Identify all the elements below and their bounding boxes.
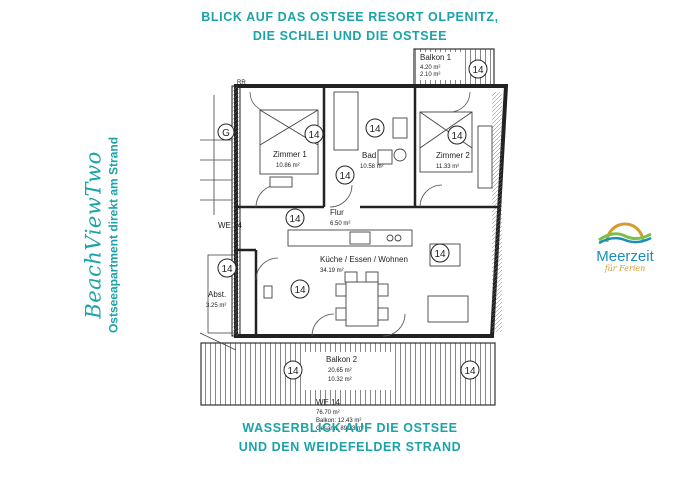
marker-label: 14 — [339, 171, 351, 182]
bottom-heading: WASSERBLICK AUF DIE OSTSEE UND DEN WEIDE… — [0, 419, 700, 457]
marker-label: 14 — [221, 264, 233, 275]
marker-balkon-2-right: 14 — [460, 360, 480, 380]
marker-balkon-1: 14 — [468, 59, 488, 79]
logo-name: Meerzeit — [596, 248, 654, 265]
room-area-bad: 10.58 m² — [360, 164, 384, 170]
logo-subtitle: für Ferien — [604, 264, 646, 273]
room-name-zimmer-1: Zimmer 1 — [273, 150, 307, 159]
neighbor-unit-label: WE 14 — [218, 221, 243, 230]
room-name-balkon-2: Balkon 2 — [326, 355, 358, 364]
area-summary: WE 14 76.70 m² Balkon: 12.43 m² Gesamt: … — [316, 398, 364, 432]
room-area-balkon-1b: 2.10 m² — [420, 72, 440, 78]
room-name-zimmer-2: Zimmer 2 — [436, 151, 470, 160]
sun-waves-icon — [598, 222, 652, 245]
summary-balkon: Balkon: 12.43 m² — [316, 418, 361, 424]
marker-label: 14 — [434, 249, 446, 260]
marker-label: 14 — [289, 214, 301, 225]
top-heading-line-2: DIE SCHLEI UND DIE OSTSEE — [252, 29, 448, 43]
marker-label: 14 — [294, 285, 306, 296]
marker-wohnen: 14 — [290, 279, 310, 299]
room-name-balkon-1: Balkon 1 — [420, 53, 452, 62]
room-number-markers: 14 14 14 14 14 14 14 14 14 14 14 G — [217, 59, 488, 380]
interior-walls — [236, 86, 500, 336]
marker-label: 14 — [464, 366, 476, 377]
meerzeit-logo: Meerzeit für Ferien — [595, 222, 655, 273]
top-heading-line-1: BLICK AUF DAS OSTSEE RESORT OLPENITZ, — [201, 10, 499, 24]
marker-hall: 14 — [335, 165, 355, 185]
bottom-heading-line-2: UND DEN WEIDEFELDER STRAND — [238, 440, 462, 454]
marker-label: 14 — [287, 366, 299, 377]
room-area-balkon-2b: 10.32 m² — [328, 377, 352, 383]
summary-unit: WE 14 — [316, 398, 341, 407]
room-area-abst: 3.25 m² — [206, 303, 226, 309]
marker-kueche: 14 — [430, 243, 450, 263]
room-area-balkon-1a: 4.20 m² — [420, 65, 440, 71]
bottom-heading-line-1: WASSERBLICK AUF DIE OSTSEE — [242, 421, 458, 435]
room-area-balkon-2a: 20.65 m² — [328, 368, 352, 374]
room-area-zimmer-1: 10.86 m² — [276, 163, 300, 169]
marker-g-label: G — [222, 128, 230, 139]
marker-label: 14 — [451, 131, 463, 142]
marker-balkon-2-left: 14 — [283, 360, 303, 380]
room-area-flur: 6.50 m² — [330, 221, 350, 227]
room-name-kueche: Küche / Essen / Wohnen — [320, 255, 408, 264]
rr-label: RR — [237, 80, 246, 86]
room-labels: Balkon 1 4.20 m² 2.10 m² Zimmer 1 10.86 … — [206, 53, 470, 383]
room-area-kueche: 34.19 m² — [320, 268, 344, 274]
top-heading: BLICK AUF DAS OSTSEE RESORT OLPENITZ, DI… — [0, 8, 700, 46]
balkon-2-deck — [200, 342, 496, 406]
marker-label: 14 — [308, 130, 320, 141]
room-name-bad: Bad — [362, 151, 376, 160]
summary-gesamt: Gesamt: 89.13 m² — [316, 426, 364, 432]
room-area-zimmer-2: 11.33 m² — [436, 164, 459, 170]
marker-abst: 14 — [217, 258, 237, 278]
doors — [249, 91, 471, 337]
room-name-flur: Flur — [330, 208, 344, 217]
marker-zimmer-2: 14 — [447, 125, 467, 145]
marker-flur: 14 — [285, 208, 305, 228]
marker-bad: 14 — [365, 118, 385, 138]
marker-label: 14 — [472, 65, 484, 76]
marker-zimmer-1: 14 — [304, 124, 324, 144]
summary-living: 76.70 m² — [316, 410, 340, 416]
furniture — [259, 91, 493, 327]
marker-g: G — [217, 123, 235, 141]
room-name-abst: Abst. — [208, 290, 226, 299]
marker-label: 14 — [369, 124, 381, 135]
